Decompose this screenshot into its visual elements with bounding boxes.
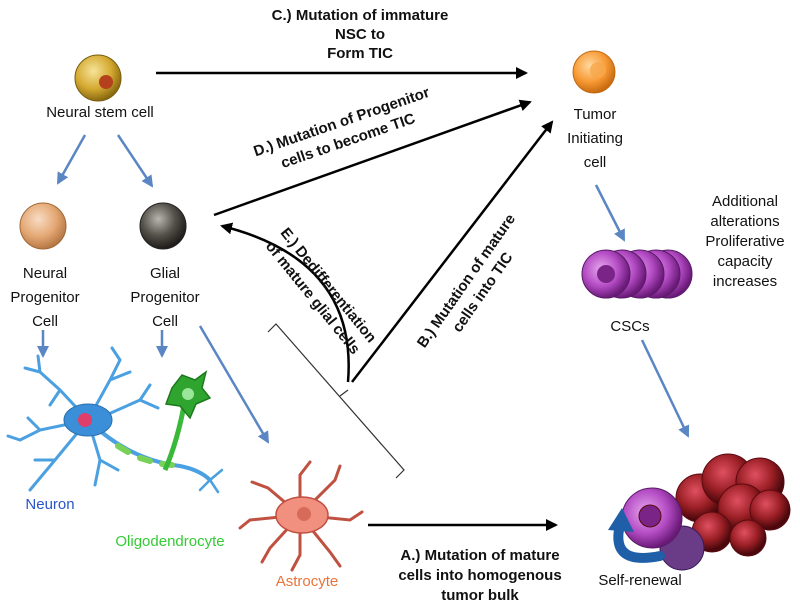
neural-progenitor-line-3: Cell — [32, 313, 58, 330]
neuron-icon — [6, 346, 224, 494]
astrocyte-icon — [238, 460, 364, 572]
neural-progenitor-icon — [19, 202, 67, 250]
neural-stem-cell-icon — [74, 54, 122, 102]
neural-progenitor-label: Neural Progenitor Cell — [0, 262, 90, 334]
neuron-label: Neuron — [25, 496, 75, 513]
tumor-initiating-cell-label: Tumor Initiating cell — [550, 103, 640, 175]
cscs-label: CSCs — [610, 318, 650, 335]
tic-line-3: cell — [583, 154, 607, 171]
black-arrows — [156, 67, 558, 531]
self-renewal-arrow-icon — [608, 508, 665, 563]
additional-alterations-label: Additional alterations Proliferative cap… — [690, 192, 800, 292]
pathway-a-line-2: cells into homogenous — [398, 567, 562, 584]
pathway-a-label: A.) Mutation of mature cells into homoge… — [380, 546, 580, 606]
self-renewal-label: Self-renewal — [598, 572, 682, 589]
tumor-initiating-cell-icon — [572, 50, 616, 94]
additional-line-1: Additional — [712, 193, 778, 210]
glial-progenitor-label: Glial Progenitor Cell — [115, 262, 215, 334]
cscs-icon — [581, 249, 693, 299]
neural-progenitor-line-2: Progenitor — [10, 289, 80, 306]
oligodendrocyte-label: Oligodendrocyte — [115, 533, 225, 550]
oligodendrocyte-icon — [162, 370, 212, 471]
glial-progenitor-icon — [139, 202, 187, 250]
tumor-bulk-icon — [621, 453, 791, 571]
pathway-c-label: C.) Mutation of immature NSC to Form TIC — [230, 6, 490, 63]
glial-progenitor-line-2: Progenitor — [130, 289, 200, 306]
glial-progenitor-line-1: Glial — [149, 265, 180, 282]
additional-line-3: Proliferative — [705, 233, 785, 250]
astrocyte-label: Astrocyte — [275, 573, 339, 590]
neural-stem-cell-label: Neural stem cell — [46, 104, 154, 121]
additional-line-5: increases — [712, 273, 778, 290]
pathway-a-line-1: A.) Mutation of mature — [400, 547, 560, 564]
pathway-a-line-3: tumor bulk — [441, 587, 519, 604]
pathway-c-line-3: Form TIC — [327, 45, 393, 62]
glial-progenitor-line-3: Cell — [152, 313, 178, 330]
bracket — [267, 323, 405, 479]
additional-line-2: alterations — [710, 213, 780, 230]
neural-progenitor-line-1: Neural — [22, 265, 68, 282]
tic-line-2: Initiating — [567, 130, 623, 147]
pathway-c-line-1: C.) Mutation of immature — [271, 7, 449, 24]
blue-arrows — [37, 134, 690, 444]
tic-line-1: Tumor — [573, 106, 617, 123]
pathway-c-line-2: NSC to — [335, 26, 385, 43]
additional-line-4: capacity — [717, 253, 773, 270]
